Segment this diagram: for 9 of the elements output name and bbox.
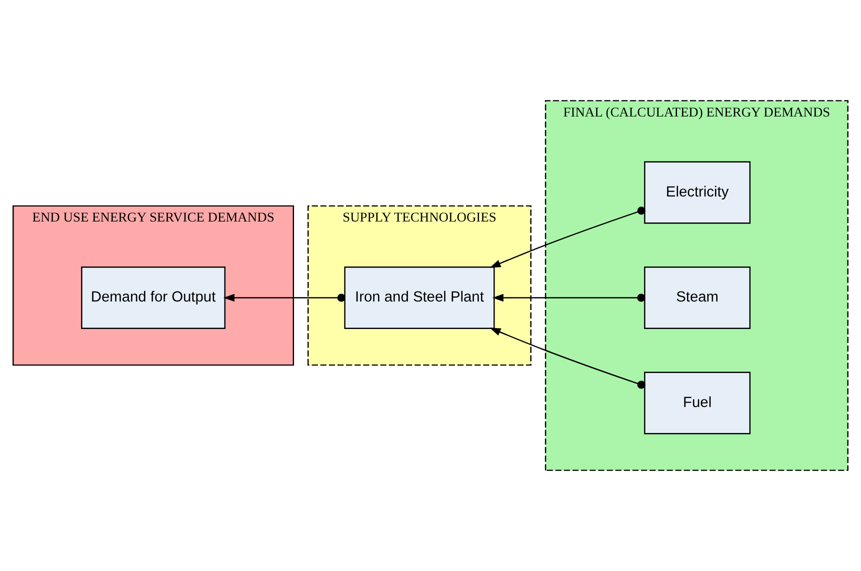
node-box: Steam (644, 266, 751, 329)
node-box: Iron and Steel Plant (344, 266, 495, 329)
node-box: Electricity (644, 161, 751, 224)
node-box: Fuel (644, 372, 751, 434)
arrow (492, 294, 646, 302)
arrow (223, 294, 346, 302)
arrow (490, 328, 646, 389)
arrow (490, 206, 646, 268)
node-box: Demand for Output (81, 266, 226, 329)
